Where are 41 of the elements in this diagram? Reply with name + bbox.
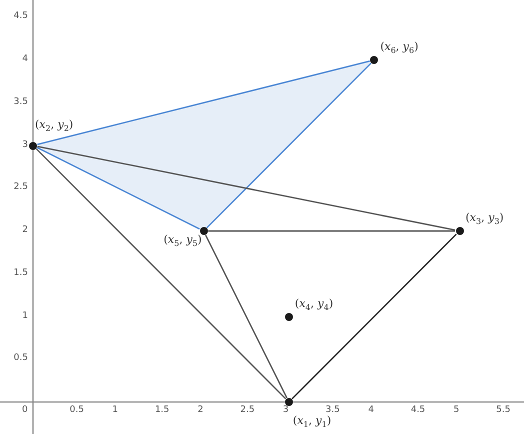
line-segment [37, 146, 456, 231]
line-segment [208, 230, 455, 232]
point-marker [29, 142, 37, 150]
tick-label: 1.5 [154, 406, 170, 415]
tick-label: 1 [22, 312, 28, 320]
point-marker [456, 227, 464, 235]
line-segment [204, 234, 288, 398]
point-marker [284, 312, 293, 320]
tick-label: 3.5 [14, 98, 28, 107]
tick-label: 3.5 [326, 406, 340, 415]
tick-label: 3 [22, 140, 28, 150]
tick-label: 2 [22, 226, 28, 235]
tick-label: 2.5 [14, 183, 28, 192]
tick-label: 2.5 [240, 406, 255, 415]
point-label: (x$_{4}$, y$_{4}$) [294, 296, 334, 312]
tick-label: 4 [22, 55, 28, 64]
tick-label: 5 [454, 406, 460, 415]
line-segment [292, 234, 457, 400]
point-label: (x$_{3}$, y$_{3}$) [466, 211, 504, 227]
line-segment [36, 148, 286, 400]
point-marker [284, 398, 293, 406]
point-label: (x$_{5}$, y$_{5}$) [164, 233, 202, 249]
tick-label: 1.5 [14, 268, 28, 278]
line-segment [37, 60, 370, 146]
point-label: (x$_{2}$, y$_{2}$) [35, 118, 74, 134]
tick-label: 5.5 [496, 406, 510, 415]
tick-label: 1 [112, 406, 118, 415]
line-segment [206, 62, 372, 228]
point-label: (x$_{6}$, y$_{6}$) [380, 40, 418, 56]
point-label: (x$_{1}$, y$_{1}$) [292, 414, 332, 430]
point-marker [370, 56, 378, 64]
tick-label: 0 [22, 406, 28, 415]
tick-label: 3 [282, 406, 289, 415]
line-segment [36, 146, 200, 230]
tick-label: 4.5 [14, 12, 28, 22]
tick-label: 0.5 [14, 354, 28, 364]
tick-label: 2 [198, 406, 204, 415]
tick-label: 0.5 [70, 406, 84, 415]
point-marker [200, 227, 208, 235]
tick-label: 4 [368, 406, 374, 415]
tick-label: 4.5 [410, 406, 426, 415]
